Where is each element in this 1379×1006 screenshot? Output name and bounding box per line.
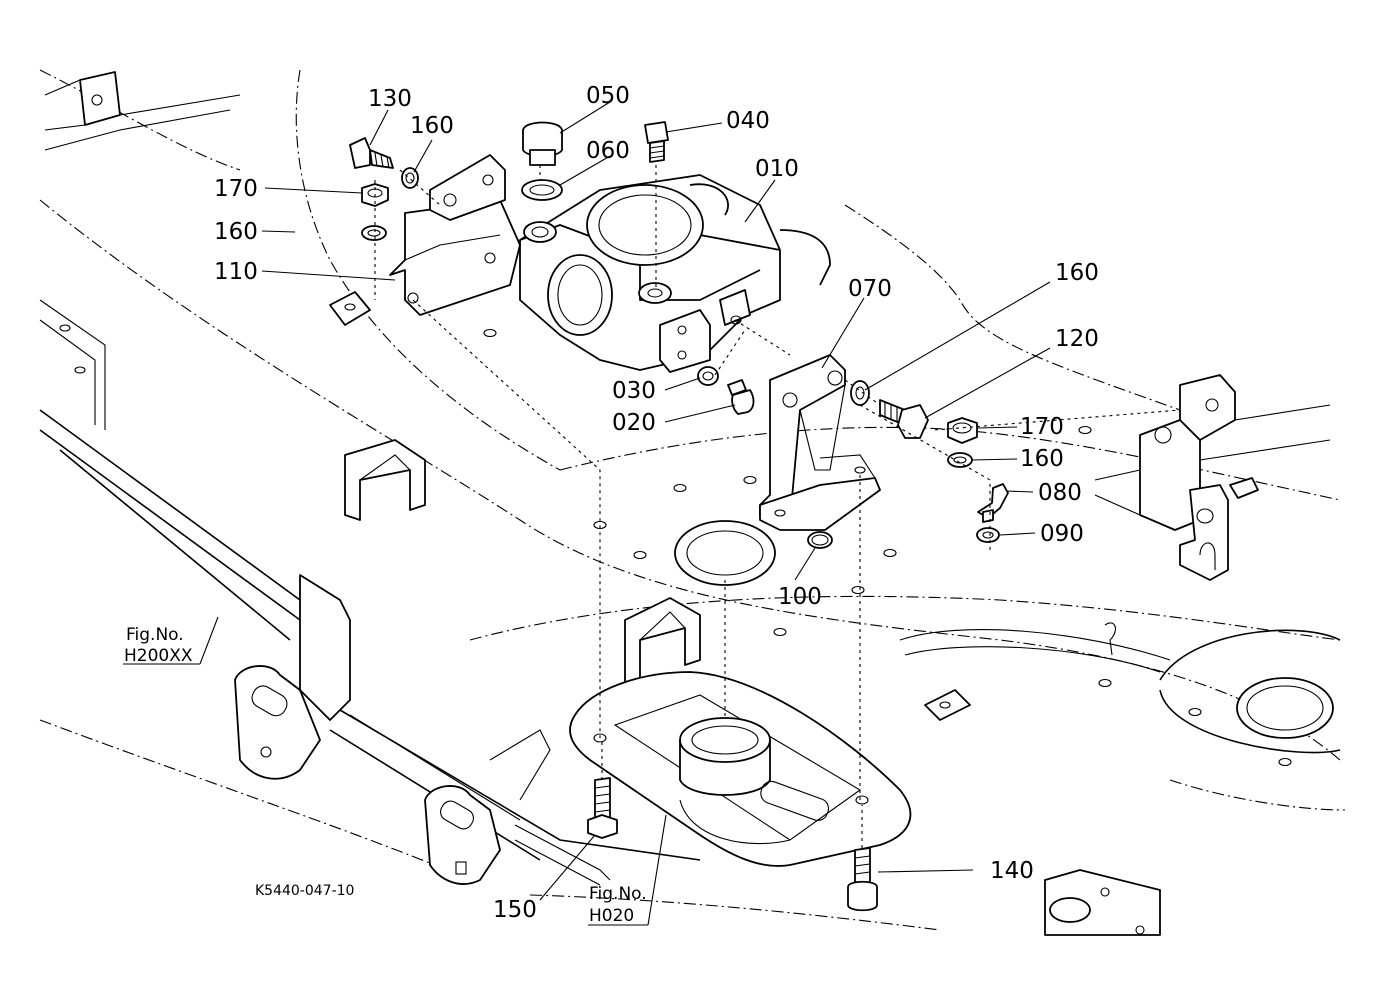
bolt-130: [349, 137, 394, 169]
callout-140: 140: [990, 858, 1034, 884]
drawing-code: K5440-047-10: [255, 883, 354, 899]
callout-060: 060: [586, 138, 630, 164]
figure-reference-h200xx: Fig.No. H200XX: [124, 625, 193, 666]
washer-160-right-top: [850, 380, 870, 406]
callout-050: 050: [586, 83, 630, 109]
washer-160-top: [401, 167, 419, 189]
u-bracket-center-left: [344, 439, 426, 521]
callout-170: 170: [214, 176, 258, 202]
bracket-070: [759, 354, 881, 531]
bolt-150: [587, 777, 618, 839]
figure-reference-h020: Fig.No. H020: [589, 884, 647, 926]
bolt-040: [644, 121, 669, 163]
frame-outline: [39, 69, 1346, 931]
nut-170-right: [947, 417, 978, 444]
leader-lines: [123, 101, 1051, 926]
callout-labels: 130 160 170 160 110 050 060 040 010 070 …: [214, 83, 1099, 923]
lower-mounting-plate: [569, 671, 912, 867]
plate-holes: [59, 324, 1292, 767]
fig-ref-label: Fig.No.: [126, 625, 184, 645]
plug-050: [522, 121, 563, 166]
bolt-120: [879, 399, 929, 439]
housing-010: [519, 174, 831, 373]
callout-160: 160: [1020, 446, 1064, 472]
oring-060: [521, 179, 563, 201]
callout-170: 170: [1020, 414, 1064, 440]
callout-130: 130: [368, 86, 412, 112]
top-left-bracket: [44, 71, 241, 151]
upper-ring: [674, 520, 776, 586]
assembly-guides: [374, 165, 1181, 848]
callout-070: 070: [848, 276, 892, 302]
right-disc: [899, 622, 1341, 754]
callout-120: 120: [1055, 326, 1099, 352]
bracket-110: [389, 154, 521, 316]
callout-160: 160: [1055, 260, 1099, 286]
callout-110: 110: [214, 259, 258, 285]
bottom-right-block: [1044, 869, 1161, 936]
callout-020: 020: [612, 410, 656, 436]
callout-040: 040: [726, 108, 770, 134]
washer-030: [697, 366, 719, 386]
small-tab-right: [924, 689, 971, 721]
oring-100: [807, 531, 833, 549]
fig-ref-label: Fig.No.: [589, 884, 647, 904]
callout-010: 010: [755, 156, 799, 182]
bolt-140: [847, 847, 878, 912]
washer-160-left: [361, 225, 387, 241]
washer-090: [976, 527, 1000, 543]
callout-030: 030: [612, 378, 656, 404]
callout-080: 080: [1038, 480, 1082, 506]
lower-left-bracket: [424, 729, 611, 886]
left-frame-rail: [39, 299, 701, 861]
callout-160: 160: [214, 219, 258, 245]
grease-nipple-080: [977, 483, 1009, 523]
callout-100: 100: [778, 584, 822, 610]
fig-ref-number: H020: [589, 906, 634, 926]
small-tab-left: [329, 291, 371, 326]
callout-160: 160: [410, 113, 454, 139]
fig-ref-number: H200XX: [124, 646, 193, 666]
right-bracket-assembly: [1094, 374, 1331, 581]
callout-150: 150: [493, 897, 537, 923]
callout-090: 090: [1040, 521, 1084, 547]
plug-020: [727, 379, 755, 415]
washer-160-right: [947, 452, 973, 468]
